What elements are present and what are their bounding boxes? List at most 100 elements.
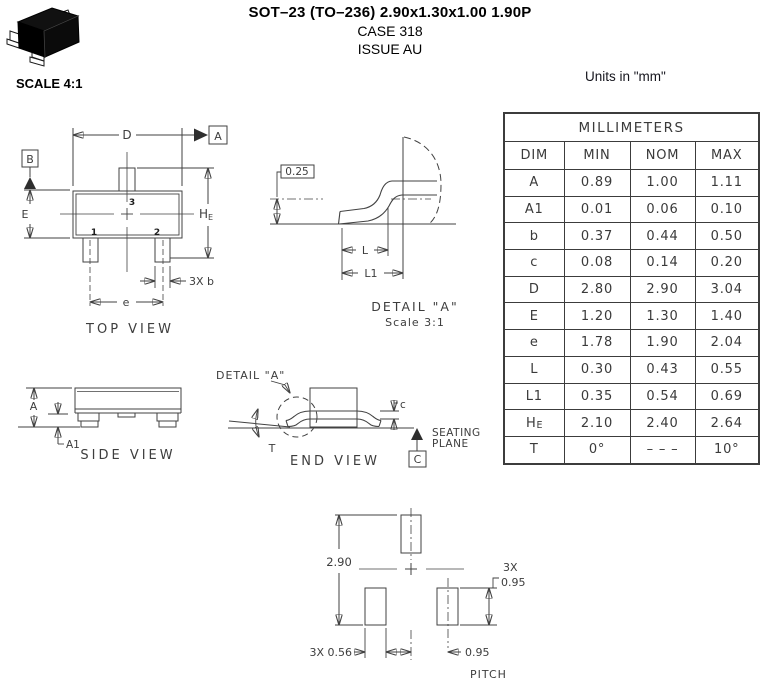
pin2-number: 2 bbox=[154, 228, 160, 238]
min-cell: 0.08 bbox=[563, 249, 631, 277]
max-cell: 0.10 bbox=[694, 195, 760, 224]
dim-cell: D bbox=[503, 275, 565, 304]
seating-plane-arrow bbox=[411, 428, 423, 440]
nom-cell: 0.44 bbox=[629, 222, 696, 251]
max-cell: 0.55 bbox=[694, 355, 760, 384]
dim-cell: HE bbox=[503, 409, 565, 437]
lead-top-surface bbox=[339, 180, 437, 213]
title-block: SOT–23 (TO–236) 2.90x1.30x1.00 1.90P CAS… bbox=[0, 4, 780, 57]
dim-cell: A bbox=[503, 169, 565, 197]
dim-cell: c bbox=[503, 249, 565, 277]
side-lead-left bbox=[77, 412, 100, 422]
end-body-outline bbox=[309, 387, 358, 428]
dim-label-a: A bbox=[30, 400, 38, 413]
dim-cell: L1 bbox=[503, 382, 565, 411]
detail-a-caption: DETAIL "A" bbox=[371, 299, 458, 314]
package-body bbox=[6, 7, 80, 67]
scale-label: SCALE 4:1 bbox=[16, 76, 83, 91]
dim-cell: e bbox=[503, 329, 565, 357]
max-cell: 10° bbox=[694, 435, 760, 465]
detail-a-reference: DETAIL "A" bbox=[216, 369, 285, 382]
dim-label-pitch-value: 0.95 bbox=[465, 646, 490, 659]
min-cell: 1.20 bbox=[563, 302, 631, 331]
seating-plane-label-1: SEATING bbox=[432, 427, 481, 439]
nom-cell: 0.06 bbox=[629, 195, 696, 224]
col-header-nom: NOM bbox=[629, 141, 696, 170]
side-body-outline bbox=[74, 387, 182, 410]
seating-plane-label-2: PLANE bbox=[432, 438, 469, 450]
dim-cell: E bbox=[503, 302, 565, 331]
detail-a-callout-circle bbox=[276, 396, 318, 438]
col-header-max: MAX bbox=[694, 141, 760, 170]
package-3d-icon bbox=[6, 7, 80, 67]
min-cell: 2.10 bbox=[563, 409, 631, 437]
units-label: Units in "mm" bbox=[585, 69, 666, 84]
dim-label-pad-height: 0.95 bbox=[501, 576, 526, 589]
case-number: CASE 318 bbox=[357, 23, 423, 39]
footprint-drawing: 2.90 3X 0.95 3X 0.56 0.95 PITCH bbox=[309, 508, 526, 681]
table-header-row: DIM MIN NOM MAX bbox=[503, 141, 760, 170]
pad-bottom-left bbox=[364, 587, 387, 626]
min-cell: 0.01 bbox=[563, 195, 631, 224]
min-cell: 0.30 bbox=[563, 355, 631, 384]
col-header-min: MIN bbox=[563, 141, 631, 170]
dim-label-e-body: E bbox=[22, 208, 29, 221]
datum-b-arrow bbox=[24, 177, 36, 189]
max-cell: 1.40 bbox=[694, 302, 760, 331]
max-cell: 0.50 bbox=[694, 222, 760, 251]
max-cell: 1.11 bbox=[694, 169, 760, 197]
detail-a-drawing: 0.25 L L1 DETAIL "A" Scale 3:1 bbox=[270, 136, 458, 329]
nom-cell: 2.40 bbox=[629, 409, 696, 437]
min-cell: 0.37 bbox=[563, 222, 631, 251]
nom-cell: – – – bbox=[629, 435, 696, 465]
nom-cell: 0.54 bbox=[629, 382, 696, 411]
side-lead-center bbox=[117, 412, 136, 418]
gauge-box bbox=[280, 164, 315, 179]
datum-c-label: C bbox=[414, 453, 422, 466]
dim-label-t: T bbox=[268, 442, 276, 455]
max-cell: 2.64 bbox=[694, 409, 760, 437]
col-header-dim: DIM bbox=[503, 141, 565, 170]
min-cell: 0.35 bbox=[563, 382, 631, 411]
detail-a-scale: Scale 3:1 bbox=[385, 316, 445, 329]
nom-cell: 0.14 bbox=[629, 249, 696, 277]
dim-label-pad-width: 3X 0.56 bbox=[309, 646, 352, 659]
top-view-caption: TOP VIEW bbox=[85, 322, 174, 337]
max-cell: 2.04 bbox=[694, 329, 760, 357]
dim-label-3xb: 3X b bbox=[189, 275, 214, 288]
table-title: MILLIMETERS bbox=[503, 112, 760, 142]
datum-a-flag bbox=[208, 125, 228, 145]
dim-label-l1: L1 bbox=[364, 267, 377, 280]
dim-cell: A1 bbox=[503, 195, 565, 224]
dim-cell: L bbox=[503, 355, 565, 384]
pad-bottom-right bbox=[436, 587, 459, 626]
top-view-drawing: D A B E 3 1 2 HE 3X b e TOP VIEW bbox=[21, 125, 228, 337]
package-body-outline bbox=[72, 190, 183, 239]
nom-cell: 0.43 bbox=[629, 355, 696, 384]
min-cell: 0.89 bbox=[563, 169, 631, 197]
min-cell: 2.80 bbox=[563, 275, 631, 304]
side-view-drawing: A A1 SIDE VIEW bbox=[18, 387, 182, 463]
gauge-value: 0.25 bbox=[285, 166, 308, 178]
end-view-caption: END VIEW bbox=[290, 454, 380, 469]
issue-revision: ISSUE AU bbox=[357, 41, 423, 57]
max-cell: 0.69 bbox=[694, 382, 760, 411]
dim-label-a1: A1 bbox=[66, 439, 80, 451]
max-cell: 3.04 bbox=[694, 275, 760, 304]
dim-cell: b bbox=[503, 222, 565, 251]
nom-cell: 1.00 bbox=[629, 169, 696, 197]
pitch-label: PITCH bbox=[470, 668, 507, 681]
datum-a-arrow bbox=[194, 128, 208, 142]
